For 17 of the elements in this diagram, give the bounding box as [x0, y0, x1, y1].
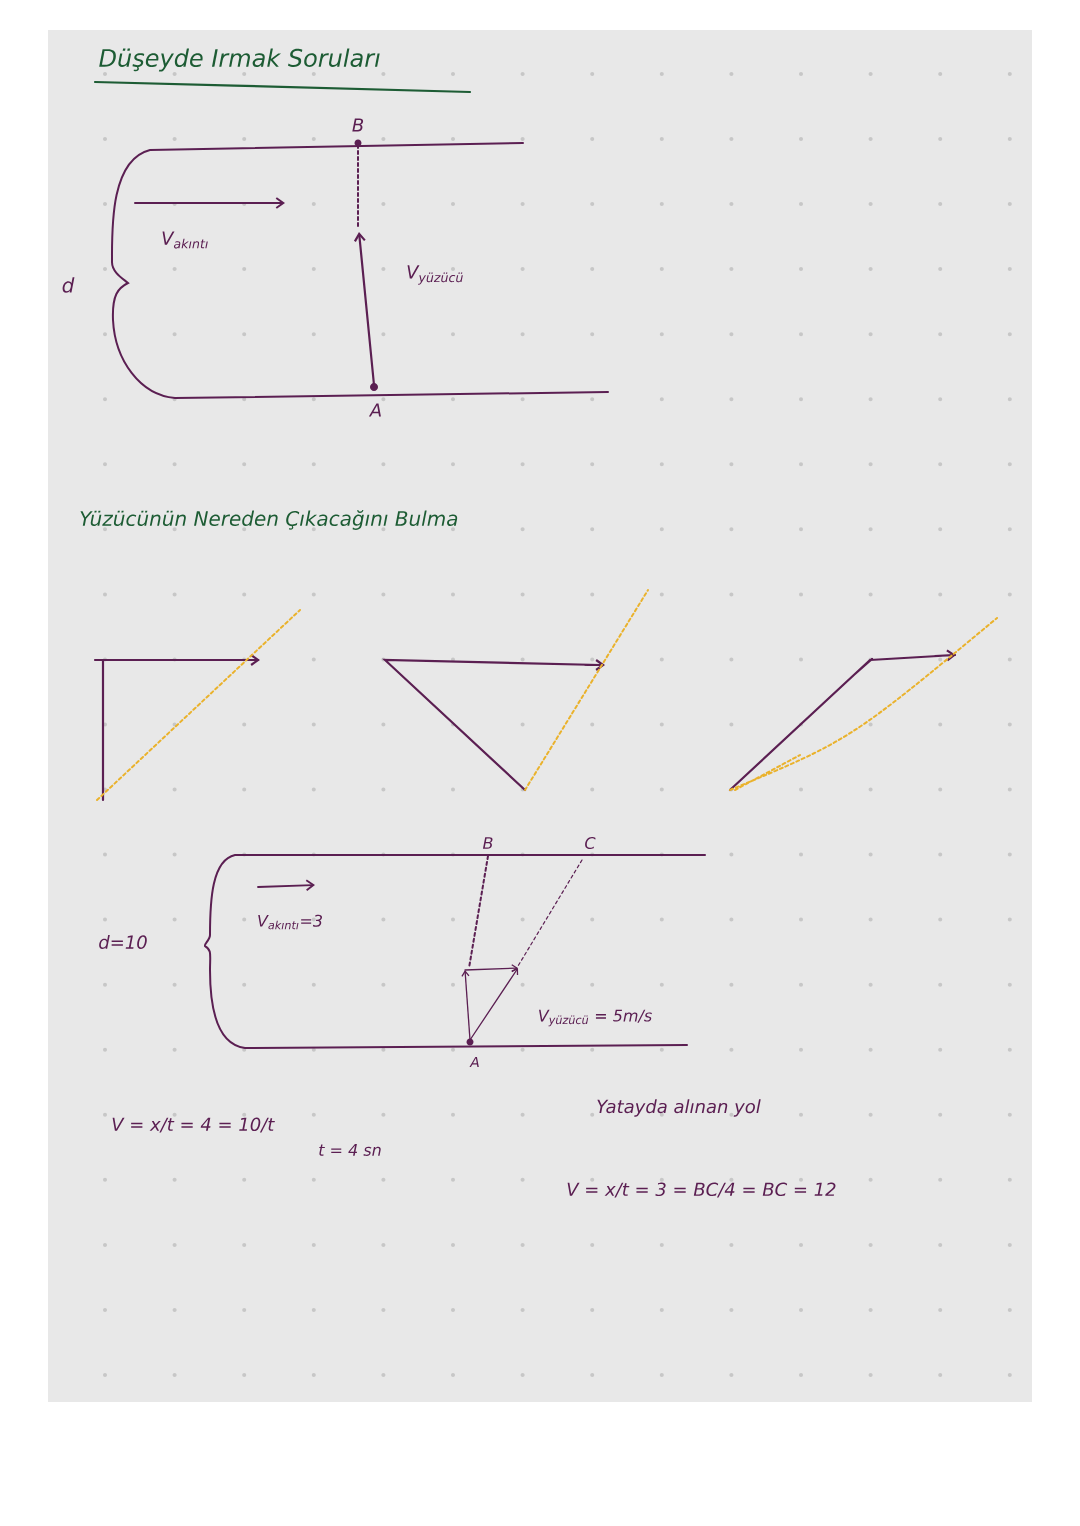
dimension-label: d: [62, 277, 75, 293]
point-label: C: [585, 836, 596, 850]
vector-label: V$_{yüzücü}$ = 5m/s: [539, 1009, 652, 1027]
dimension-label: d=10: [99, 935, 147, 949]
equation: V = x/t = 3 = BC/4 = BC = 12: [567, 1182, 836, 1198]
equation: t = 4 sn: [319, 1144, 381, 1156]
note-text: Yatayda alınan yol: [597, 1099, 761, 1117]
equation: V = x/t = 4 = 10/t: [112, 1117, 275, 1133]
point-label: A: [469, 1056, 479, 1068]
section-heading: Yüzücünün Nereden Çıkacağını Bulma: [80, 510, 458, 530]
vector-label: V$_{akıntı}$: [162, 231, 208, 249]
title: Düşeyde Irmak Soruları: [99, 48, 380, 72]
vector-label: V$_{yüzücü}$: [407, 265, 463, 285]
point-label: A: [368, 403, 381, 417]
vector-label: V$_{akıntı}$=3: [258, 914, 322, 930]
point-label: B: [482, 837, 493, 849]
point-label: B: [352, 118, 364, 132]
